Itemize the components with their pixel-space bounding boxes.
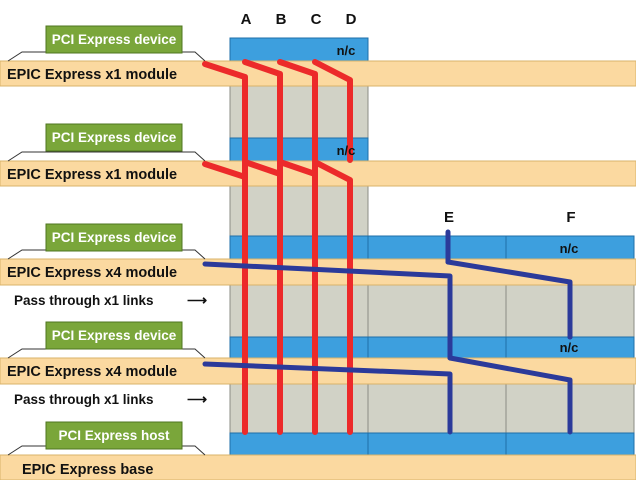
pass-through-arrow-2: ⟶ [187, 391, 207, 407]
stack-block-b4 [367, 383, 507, 434]
red-link-d [312, 59, 353, 163]
red-link-c [277, 59, 318, 435]
module-label-2: EPIC Express x1 module [7, 167, 177, 183]
device-box-4 [45, 321, 183, 350]
base-label: EPIC Express base [22, 462, 153, 478]
red-link-d3 [312, 159, 353, 435]
module-outline-4 [7, 348, 206, 359]
module-bar-5 [0, 454, 636, 480]
red-link-b2 [242, 159, 283, 177]
nc-label-4: n/c [560, 340, 579, 355]
module-outline-2 [7, 151, 206, 162]
connectors [229, 37, 635, 456]
blue-links [202, 229, 573, 435]
lane-label-d: D [346, 11, 357, 28]
module-label-4: EPIC Express x4 module [7, 364, 177, 380]
blue-link-x4-2 [202, 361, 453, 435]
device-label-4: PCI Express device [52, 328, 177, 343]
nc-label-1: n/c [337, 43, 356, 58]
device-box-2 [45, 123, 183, 152]
connector-5a [229, 432, 369, 456]
connector-3b [367, 235, 507, 260]
stack-block-b3 [367, 284, 507, 338]
device-label-1: PCI Express device [52, 32, 177, 47]
red-links [202, 59, 353, 435]
pass-through-labels: Pass through x1 links ⟶ Pass through x1 … [14, 292, 207, 407]
lane-label-e: E [444, 209, 454, 226]
red-link-d2 [202, 161, 248, 180]
red-link-c2 [277, 159, 318, 177]
module-labels: EPIC Express x1 module EPIC Express x1 m… [7, 67, 177, 478]
device-boxes [45, 25, 183, 450]
device-box-3 [45, 223, 183, 252]
pass-through-arrow-1: ⟶ [187, 292, 207, 308]
connector-4b [367, 336, 507, 359]
module-label-1: EPIC Express x1 module [7, 67, 177, 83]
device-label-2: PCI Express device [52, 130, 177, 145]
pass-through-label-2: Pass through x1 links [14, 392, 154, 407]
pass-through-label-1: Pass through x1 links [14, 293, 154, 308]
lane-label-b: B [276, 11, 287, 28]
red-link-a [202, 61, 248, 435]
device-label-3: PCI Express device [52, 230, 177, 245]
stack-block-a1 [229, 85, 369, 139]
nc-labels: n/c n/c n/c n/c [337, 43, 579, 355]
stack-block-a4 [229, 383, 369, 434]
connector-5b [367, 432, 507, 456]
blue-link-x4-1 [202, 261, 453, 361]
nc-label-2: n/c [337, 143, 356, 158]
module-label-3: EPIC Express x4 module [7, 265, 177, 281]
stack-blocks [229, 85, 635, 434]
red-link-b [242, 59, 283, 435]
lane-label-f: F [566, 209, 575, 226]
nc-label-3: n/c [560, 241, 579, 256]
lane-labels: A B C D E F [241, 11, 576, 226]
device-box-5 [45, 421, 183, 450]
lane-label-c: C [311, 11, 322, 28]
connector-5c [505, 432, 635, 456]
device-labels: PCI Express device PCI Express device PC… [52, 32, 177, 443]
host-label: PCI Express host [58, 428, 170, 443]
lane-label-a: A [241, 11, 252, 28]
device-box-1 [45, 25, 183, 54]
blue-link-x4-2b [447, 355, 573, 435]
stack-block-a2 [229, 185, 369, 237]
